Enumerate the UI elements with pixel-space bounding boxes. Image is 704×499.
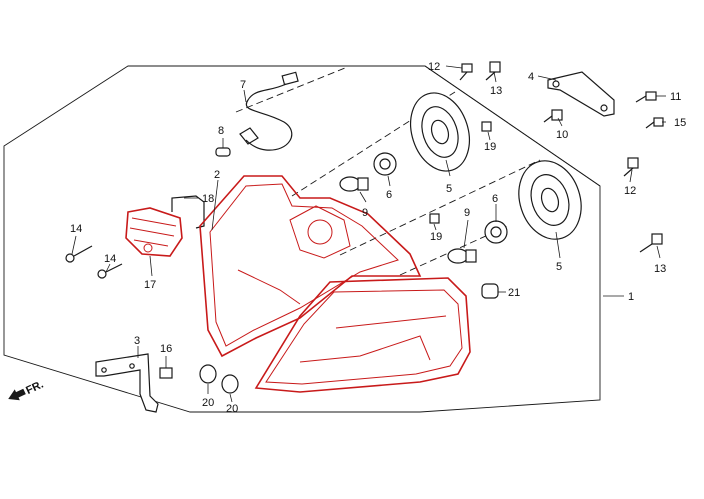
stay-bracket bbox=[547, 71, 615, 117]
callout-17: 17 bbox=[144, 279, 156, 291]
callout-18: 18 bbox=[202, 193, 214, 205]
reflector-upper bbox=[410, 92, 470, 172]
nut-19-upper bbox=[481, 121, 492, 132]
screw-15 bbox=[645, 117, 664, 129]
bolt-13-mid bbox=[639, 233, 663, 253]
callout-20a: 20 bbox=[202, 397, 214, 409]
callout-9-lower: 9 bbox=[464, 207, 470, 219]
callout-5-upper: 5 bbox=[446, 183, 452, 195]
callout-4: 4 bbox=[528, 71, 534, 83]
callout-5-lower: 5 bbox=[556, 261, 562, 273]
callout-19-upper: 19 bbox=[484, 141, 496, 153]
grommet-20a bbox=[199, 364, 217, 384]
callout-1: 1 bbox=[628, 291, 634, 303]
axis-line-wire bbox=[235, 67, 346, 113]
callout-labels: 1 2 3 4 5 5 6 6 7 8 9 9 10 11 12 12 13 1… bbox=[70, 61, 686, 415]
callout-9-upper: 9 bbox=[362, 207, 368, 219]
screw-14-upper bbox=[65, 245, 93, 263]
callout-15: 15 bbox=[674, 117, 686, 129]
lower-bracket bbox=[95, 353, 159, 413]
callout-21: 21 bbox=[508, 287, 520, 299]
bulb-upper bbox=[339, 176, 369, 192]
bolt-11 bbox=[635, 91, 657, 103]
callout-19-lower: 19 bbox=[430, 231, 442, 243]
bolt-12-mid bbox=[623, 157, 639, 177]
callout-12-mid: 12 bbox=[624, 185, 636, 197]
callout-13-mid: 13 bbox=[654, 263, 666, 275]
callout-13-top: 13 bbox=[490, 85, 502, 97]
callout-20b: 20 bbox=[226, 403, 238, 415]
wire-harness-part bbox=[239, 71, 299, 151]
nut-19-lower bbox=[429, 213, 440, 224]
callout-14-lower: 14 bbox=[104, 253, 116, 265]
callout-10: 10 bbox=[556, 129, 568, 141]
nut-16 bbox=[159, 367, 173, 379]
small-bulb-part bbox=[215, 138, 231, 157]
side-marker-lamp bbox=[125, 207, 183, 257]
axis-line-lower bbox=[339, 159, 541, 256]
front-label: FR. bbox=[24, 379, 45, 397]
callout-7: 7 bbox=[240, 79, 246, 91]
assembly-boundary bbox=[3, 65, 601, 413]
bulb-lower bbox=[447, 248, 477, 264]
callout-6-lower: 6 bbox=[492, 193, 498, 205]
headlight-lens bbox=[254, 277, 471, 393]
front-arrow-icon bbox=[8, 388, 26, 401]
callout-14-upper: 14 bbox=[70, 223, 82, 235]
callout-3: 3 bbox=[134, 335, 140, 347]
screw-14-lower bbox=[97, 263, 123, 279]
boundary-edge bbox=[424, 65, 601, 187]
leader-lines bbox=[71, 65, 666, 403]
callout-6-upper: 6 bbox=[386, 189, 392, 201]
bolt-13-top bbox=[485, 61, 501, 81]
callout-12-top: 12 bbox=[428, 61, 440, 73]
grommet-21 bbox=[481, 283, 499, 299]
grommet-20b bbox=[221, 374, 239, 394]
headlight-housing bbox=[199, 175, 422, 358]
callout-2: 2 bbox=[214, 169, 220, 181]
callout-11: 11 bbox=[670, 91, 681, 103]
socket-lower bbox=[484, 220, 508, 244]
clip-wire-part bbox=[171, 195, 205, 229]
socket-upper bbox=[373, 152, 397, 176]
callout-8: 8 bbox=[218, 125, 224, 137]
front-direction-marker: FR. bbox=[8, 379, 45, 401]
bolt-12-top bbox=[459, 63, 473, 81]
reflector-lower bbox=[518, 160, 582, 240]
callout-16: 16 bbox=[160, 343, 172, 355]
bolt-10 bbox=[543, 109, 563, 123]
